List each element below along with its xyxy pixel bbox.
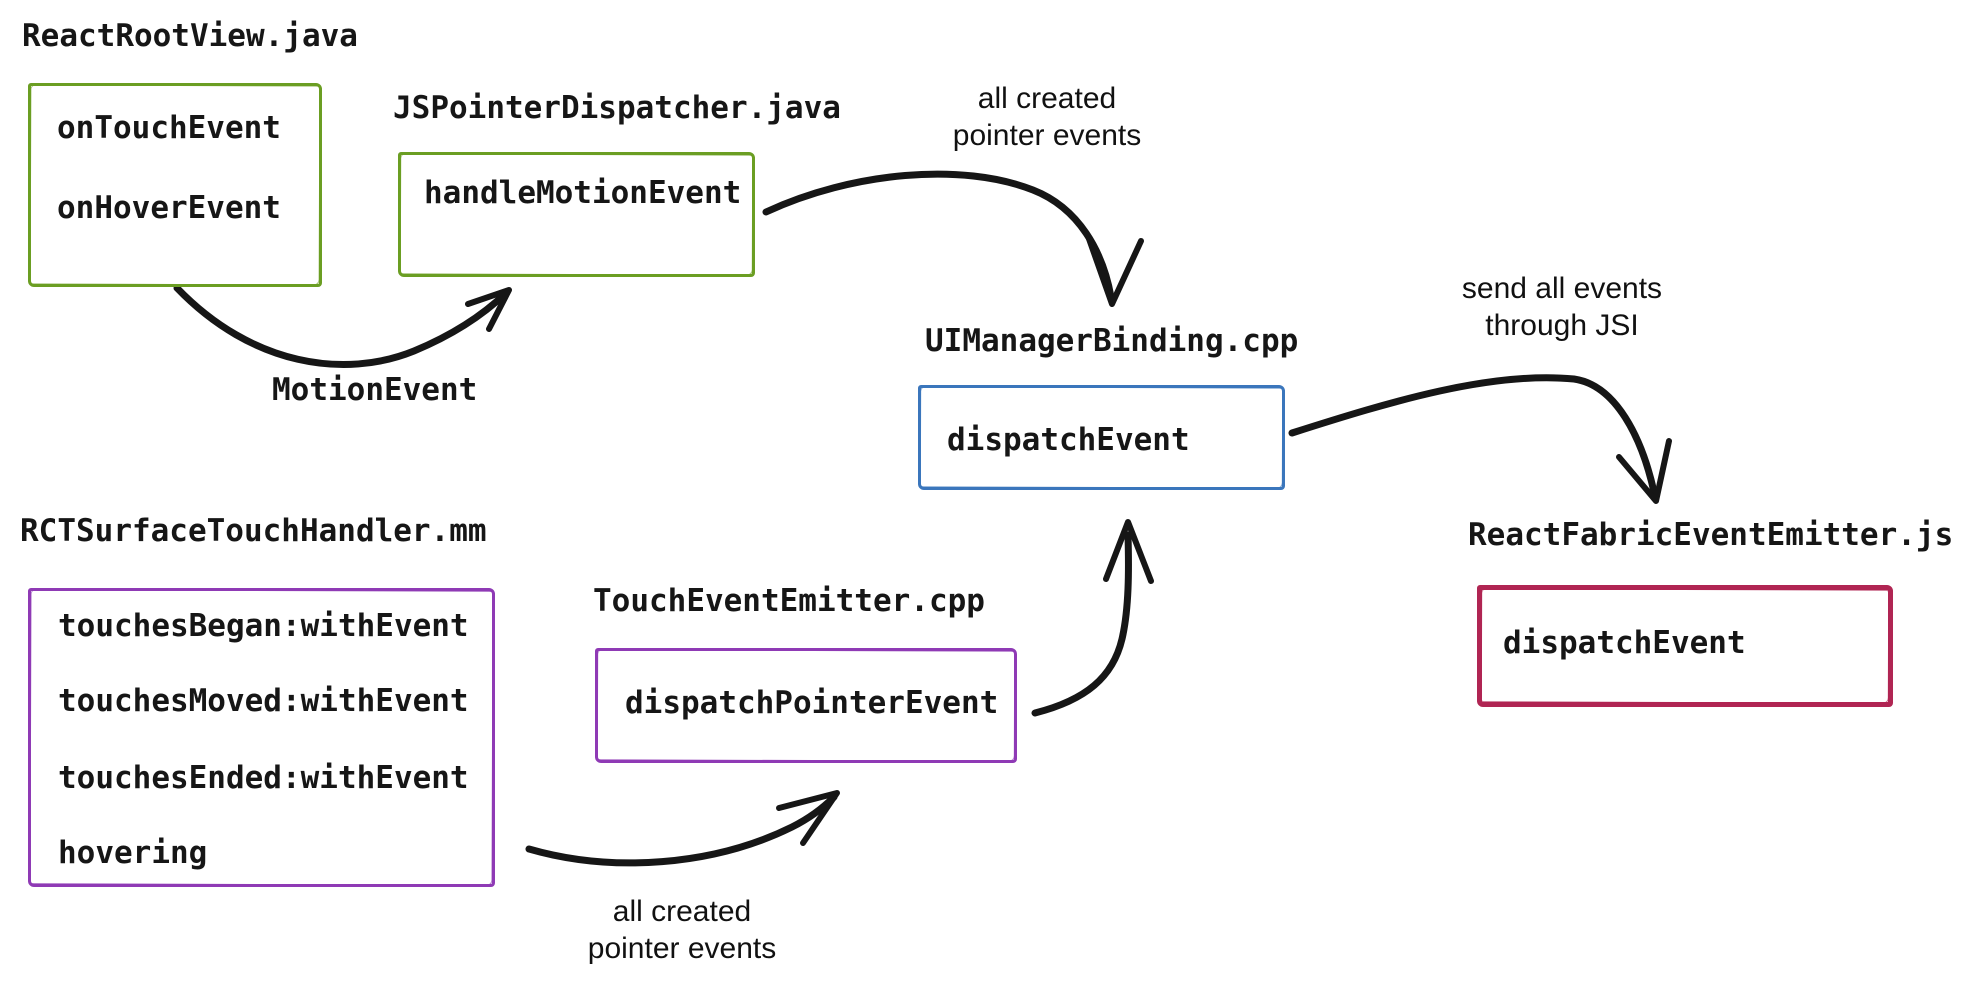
arrowhead-created-pointer-events-ios: [776, 790, 840, 846]
node-title-react-fabric-event-emitter: ReactFabricEventEmitter.js: [1468, 517, 1954, 553]
arrowhead-dispatch-to-binding: [1103, 519, 1154, 584]
method-touches-ended: touchesEnded:withEvent: [58, 760, 469, 796]
edge-label-line1: all created: [977, 82, 1117, 115]
node-box-react-root-view: onTouchEvent onHoverEvent: [28, 83, 322, 287]
method-touches-began: touchesBegan:withEvent: [58, 608, 469, 644]
edge-label-motion-event: MotionEvent: [272, 372, 478, 408]
edge-label-line2: pointer events: [952, 119, 1142, 152]
method-dispatch-event-fabric: dispatchEvent: [1503, 625, 1746, 661]
arrow-created-pointer-events-ios: [525, 793, 838, 867]
method-touches-moved: touchesMoved:withEvent: [58, 683, 469, 719]
arrow-created-pointer-events-android: [762, 170, 1115, 301]
arrow-motion-event: [173, 284, 510, 368]
method-handle-motion-event: handleMotionEvent: [424, 175, 742, 211]
method-hovering: hovering: [58, 835, 208, 871]
node-box-ui-manager-binding: dispatchEvent: [918, 385, 1285, 490]
edge-label-line1: send all events: [1461, 272, 1663, 305]
arrowhead-motion-event: [465, 287, 512, 332]
method-dispatch-pointer-event: dispatchPointerEvent: [625, 685, 999, 721]
node-title-js-pointer-dispatcher: JSPointerDispatcher.java: [393, 90, 841, 126]
node-box-rct-surface-touch-handler: touchesBegan:withEvent touchesMoved:with…: [28, 588, 495, 887]
node-box-js-pointer-dispatcher: handleMotionEvent: [398, 152, 755, 277]
edge-label-line2: pointer events: [587, 932, 777, 965]
edge-label-send-through-jsi: send all events through JSI: [1412, 270, 1712, 344]
node-title-rct-surface-touch-handler: RCTSurfaceTouchHandler.mm: [20, 513, 487, 549]
method-on-touch-event: onTouchEvent: [57, 110, 281, 146]
node-title-ui-manager-binding: UIManagerBinding.cpp: [925, 323, 1299, 359]
node-title-react-root-view: ReactRootView.java: [22, 18, 358, 54]
arrow-dispatch-to-binding: [1031, 531, 1132, 717]
arrow-send-through-jsi: [1288, 374, 1658, 496]
edge-label-line1: all created: [612, 895, 752, 928]
method-dispatch-event-binding: dispatchEvent: [947, 422, 1190, 458]
method-on-hover-event: onHoverEvent: [57, 190, 281, 226]
node-box-touch-event-emitter: dispatchPointerEvent: [595, 648, 1017, 763]
edge-label-created-pointer-events-ios: all created pointer events: [532, 893, 832, 967]
node-box-react-fabric-event-emitter: dispatchEvent: [1477, 585, 1893, 707]
edge-label-line2: through JSI: [1485, 309, 1639, 342]
node-title-touch-event-emitter: TouchEventEmitter.cpp: [593, 583, 985, 619]
arrowhead-send-through-jsi: [1616, 438, 1672, 504]
edge-label-created-pointer-events-android: all created pointer events: [897, 80, 1197, 154]
arrowhead-created-pointer-events-android: [1085, 233, 1144, 307]
